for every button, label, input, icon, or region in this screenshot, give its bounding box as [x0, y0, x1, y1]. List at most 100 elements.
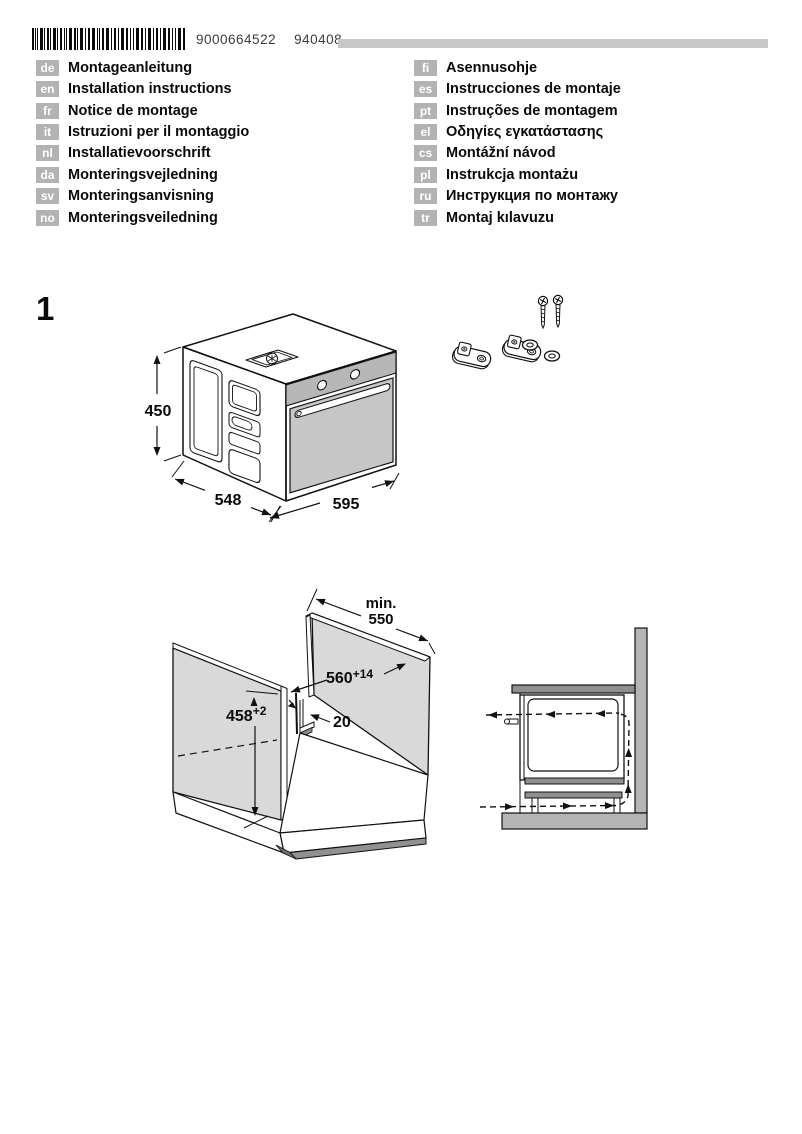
language-row: de Montageanleitung	[36, 57, 249, 78]
language-code-badge: nl	[36, 145, 59, 162]
cabinet-left-wall	[172, 647, 282, 821]
language-code-badge: de	[36, 59, 59, 76]
vent-strip-lower	[524, 791, 623, 799]
dim-gap-label: 20	[333, 714, 351, 731]
barcode-number: 9000664522	[196, 32, 277, 47]
dim-niche-height: 458+2	[226, 690, 279, 829]
oven-dimension-drawing: 450 548 595	[145, 313, 400, 523]
language-title-label: Istruzioni per il montaggio	[68, 124, 250, 141]
cooling-fan-cutout	[245, 349, 299, 368]
language-row: pl Instrukcja montażu	[414, 164, 621, 185]
cabinet-niche-drawing: min. 550 560+14 458+2 20	[172, 588, 436, 860]
language-code-badge: no	[36, 209, 59, 226]
barcode	[32, 28, 185, 50]
language-row: sv Monteringsanvisning	[36, 186, 249, 207]
dim-width-label: 595	[333, 496, 360, 513]
language-row: en Installation instructions	[36, 78, 249, 99]
dim-height: 450	[145, 346, 182, 462]
language-title-label: Instruções de montagem	[446, 102, 618, 119]
language-code-badge: el	[414, 124, 437, 141]
dim-gap: 20	[287, 699, 351, 731]
language-code-badge: fi	[414, 59, 437, 76]
language-row: da Monteringsvejledning	[36, 164, 249, 185]
dim-height-label: 450	[145, 403, 172, 420]
language-title-label: Monteringsanvisning	[68, 188, 214, 205]
door-handle	[294, 383, 391, 418]
dim-min-depth-label: 550	[368, 611, 393, 628]
language-row: it Istruzioni per il montaggio	[36, 121, 249, 142]
dim-min-depth: min. 550	[306, 588, 436, 655]
fixing-screw	[552, 294, 564, 328]
dim-depth-label: 548	[215, 492, 242, 509]
svg-text:458+2: 458+2	[226, 704, 267, 725]
hidden-reference-line	[177, 739, 278, 757]
language-row: ru Инструкция по монтажу	[414, 186, 621, 207]
language-code-badge: sv	[36, 188, 59, 205]
niche-height-tolerance: +2	[253, 704, 267, 718]
language-column-right: fi Asennusohje es Instrucciones de monta…	[414, 57, 621, 229]
oven-front-details	[285, 351, 397, 494]
language-column-left: de Montageanleitung en Installation inst…	[36, 57, 249, 229]
control-knob	[316, 379, 328, 391]
control-knob	[349, 369, 361, 380]
mounting-bracket	[450, 340, 494, 371]
rear-wall	[634, 627, 648, 814]
dim-niche-width: 560+14	[290, 663, 406, 693]
svg-text:560+14: 560+14	[326, 667, 373, 687]
language-title-label: Montageanleitung	[68, 59, 193, 76]
language-title-label: Montážní návod	[446, 145, 556, 162]
figure-number: 1	[36, 290, 55, 327]
plinth-feet-lines	[531, 798, 621, 813]
language-title-label: Installatievoorschrift	[68, 145, 211, 162]
language-row: nl Installatievoorschrift	[36, 143, 249, 164]
ventilation-cross-section	[479, 627, 648, 830]
language-row: cs Montážní návod	[414, 143, 621, 164]
right-wall-top-edge	[305, 612, 431, 662]
oven-cavity-section	[527, 698, 619, 772]
control-panel-strip	[285, 351, 397, 407]
language-title-label: Installation instructions	[68, 81, 232, 98]
language-code-badge: tr	[414, 209, 437, 226]
dim-min-label: min.	[366, 595, 397, 612]
language-title-label: Montaj kılavuzu	[446, 209, 554, 226]
oven-side-panels	[189, 360, 261, 484]
niche-width-tolerance: +14	[353, 667, 374, 681]
handle-end-cap	[296, 410, 302, 417]
language-title-label: Monteringsvejledning	[68, 166, 218, 183]
language-row: no Monteringsveiledning	[36, 207, 249, 228]
language-code-badge: es	[414, 81, 437, 98]
language-code-badge: it	[36, 124, 59, 141]
language-title-label: Notice de montage	[68, 102, 198, 119]
language-title-label: Monteringsveiledning	[68, 209, 218, 226]
language-title-label: Инструкция по монтажу	[446, 188, 618, 205]
language-row: es Instrucciones de montaje	[414, 78, 621, 99]
language-row: tr Montaj kılavuzu	[414, 207, 621, 228]
oven-side-face	[182, 346, 287, 502]
fixing-screw	[537, 295, 549, 329]
header-divider-bar	[338, 39, 768, 48]
language-row: fi Asennusohje	[414, 57, 621, 78]
language-code-badge: ru	[414, 188, 437, 205]
language-code-badge: cs	[414, 145, 437, 162]
language-title-label: Instrukcja montażu	[446, 166, 579, 183]
language-title-label: Instrucciones de montaje	[446, 81, 621, 98]
niche-width-value: 560	[326, 670, 353, 687]
language-code-badge: pl	[414, 166, 437, 183]
language-code-badge: fr	[36, 102, 59, 119]
vent-strip-upper	[524, 777, 625, 785]
language-row: pt Instruções de montagem	[414, 100, 621, 121]
language-title-label: Οδηγίες εγκατάστασης	[446, 124, 604, 141]
floor	[501, 812, 648, 830]
mounting-bracket	[500, 333, 544, 364]
dim-width: 595	[269, 472, 400, 523]
right-wall-front-edge	[305, 614, 315, 698]
language-title-label: Asennusohje	[446, 59, 538, 76]
date-code: 940408	[294, 32, 343, 47]
countertop	[511, 684, 636, 694]
niche-height-value: 458	[226, 708, 253, 725]
language-code-badge: en	[36, 81, 59, 98]
airflow-arrows	[479, 710, 633, 811]
language-row: el Οδηγίες εγκατάστασης	[414, 121, 621, 142]
washer	[521, 339, 539, 351]
